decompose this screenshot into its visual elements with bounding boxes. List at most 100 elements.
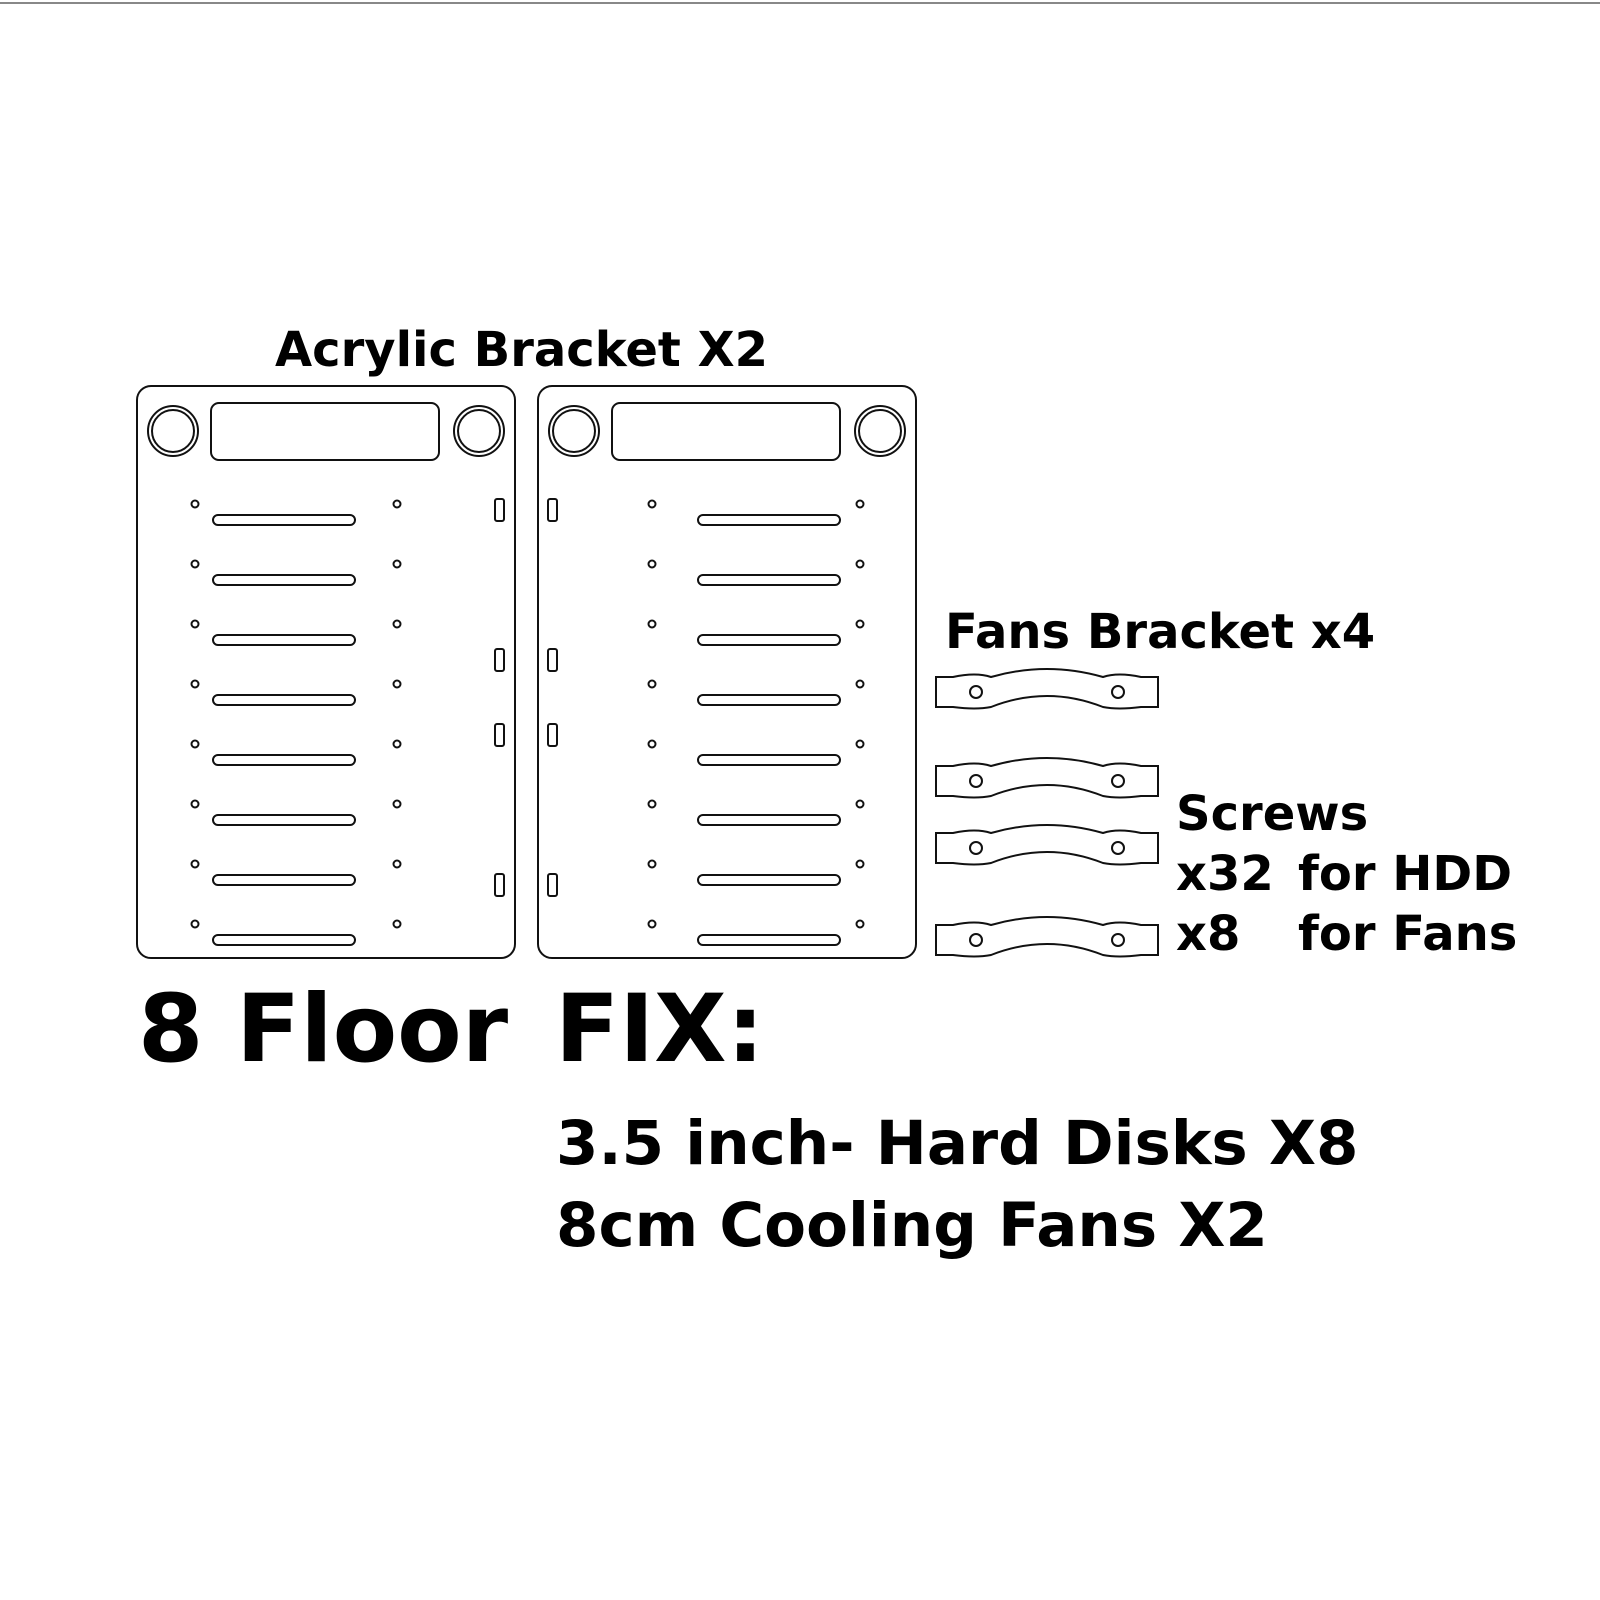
plate-outline: [136, 385, 516, 959]
screw-hole: [190, 679, 200, 689]
hdd-slot: [697, 634, 841, 646]
fans-bracket-hole: [969, 685, 983, 699]
clip-notch: [494, 873, 505, 897]
fans-bracket-outline: [935, 824, 1159, 866]
fans-bracket-outline: [935, 916, 1159, 958]
hdd-slot: [697, 874, 841, 886]
screw-hole: [190, 559, 200, 569]
fan-mount-hole: [548, 405, 600, 457]
hdd-slot: [697, 514, 841, 526]
fan-mount-hole: [854, 405, 906, 457]
headline-floor: 8 Floor: [138, 975, 509, 1084]
screw-hole: [855, 919, 865, 929]
fans-bracket-hole: [1111, 774, 1125, 788]
acrylic-bracket-plate-1: [136, 385, 516, 959]
screw-hole: [855, 739, 865, 749]
fans-bracket-part-2: [935, 757, 1159, 799]
screw-hole: [392, 919, 402, 929]
fan-mount-hole-inner: [858, 409, 902, 453]
fans-bracket-label: Fans Bracket x4: [945, 604, 1376, 660]
top-border-line: [0, 2, 1600, 4]
hdd-slot: [212, 514, 356, 526]
fan-mount-hole: [147, 405, 199, 457]
fan-bracket-parts: [935, 668, 1159, 958]
hdd-slot: [212, 634, 356, 646]
clip-notch: [494, 498, 505, 522]
acrylic-bracket-label: Acrylic Bracket X2: [275, 322, 768, 378]
screw-hole: [392, 679, 402, 689]
screw-hole: [392, 499, 402, 509]
clip-notch: [547, 648, 558, 672]
screw-hole: [647, 559, 657, 569]
screw-hole: [392, 739, 402, 749]
cable-window: [611, 402, 841, 461]
hdd-slot: [212, 694, 356, 706]
screw-hole: [855, 559, 865, 569]
hdd-slot: [212, 814, 356, 826]
screws-fans-purpose: for Fans: [1298, 906, 1518, 962]
fan-mount-hole-inner: [457, 409, 501, 453]
screw-hole: [647, 739, 657, 749]
fans-bracket-hole: [1111, 685, 1125, 699]
hdd-slot: [697, 754, 841, 766]
fans-bracket-hole: [1111, 841, 1125, 855]
screw-hole: [855, 499, 865, 509]
fans-bracket-part-4: [935, 916, 1159, 958]
screw-hole: [647, 859, 657, 869]
screw-hole: [190, 919, 200, 929]
fans-bracket-hole: [969, 841, 983, 855]
screw-hole: [392, 619, 402, 629]
fan-mount-hole-inner: [552, 409, 596, 453]
screw-hole: [392, 859, 402, 869]
hdd-slot: [212, 934, 356, 946]
screw-hole: [647, 499, 657, 509]
hdd-slot: [212, 874, 356, 886]
screw-hole: [190, 619, 200, 629]
screw-hole: [647, 619, 657, 629]
clip-notch: [547, 723, 558, 747]
hdd-slot: [697, 694, 841, 706]
hdd-slot: [697, 814, 841, 826]
capacity-hard-disks: 3.5 inch- Hard Disks X8: [556, 1108, 1359, 1179]
screws-hdd-purpose: for HDD: [1298, 846, 1513, 902]
screws-hdd-quantity: x32: [1176, 846, 1274, 902]
fan-mount-hole-inner: [151, 409, 195, 453]
screw-hole: [647, 919, 657, 929]
screw-hole: [190, 859, 200, 869]
screw-hole: [855, 859, 865, 869]
screw-hole: [392, 559, 402, 569]
screw-hole: [190, 739, 200, 749]
screws-title: Screws: [1176, 786, 1369, 842]
fans-bracket-outline: [935, 668, 1159, 710]
fan-mount-hole: [453, 405, 505, 457]
clip-notch: [494, 648, 505, 672]
capacity-cooling-fans: 8cm Cooling Fans X2: [556, 1190, 1268, 1261]
screw-hole: [855, 799, 865, 809]
fans-bracket-hole: [969, 774, 983, 788]
fans-bracket-part-1: [935, 668, 1159, 710]
screw-hole: [647, 799, 657, 809]
hdd-slot: [697, 934, 841, 946]
fans-bracket-hole: [969, 933, 983, 947]
fans-bracket-hole: [1111, 933, 1125, 947]
acrylic-bracket-plate-2: [537, 385, 917, 959]
screw-hole: [392, 799, 402, 809]
acrylic-bracket-plates: [136, 385, 917, 959]
screw-hole: [647, 679, 657, 689]
cable-window: [210, 402, 440, 461]
hdd-slot: [212, 574, 356, 586]
screw-hole: [855, 679, 865, 689]
screws-fans-quantity: x8: [1176, 906, 1241, 962]
fans-bracket-outline: [935, 757, 1159, 799]
screw-hole: [190, 499, 200, 509]
clip-notch: [547, 498, 558, 522]
clip-notch: [547, 873, 558, 897]
fans-bracket-part-3: [935, 824, 1159, 866]
plate-outline: [537, 385, 917, 959]
hdd-slot: [697, 574, 841, 586]
clip-notch: [494, 723, 505, 747]
headline-fix: FIX:: [555, 975, 765, 1084]
screw-hole: [855, 619, 865, 629]
hdd-slot: [212, 754, 356, 766]
